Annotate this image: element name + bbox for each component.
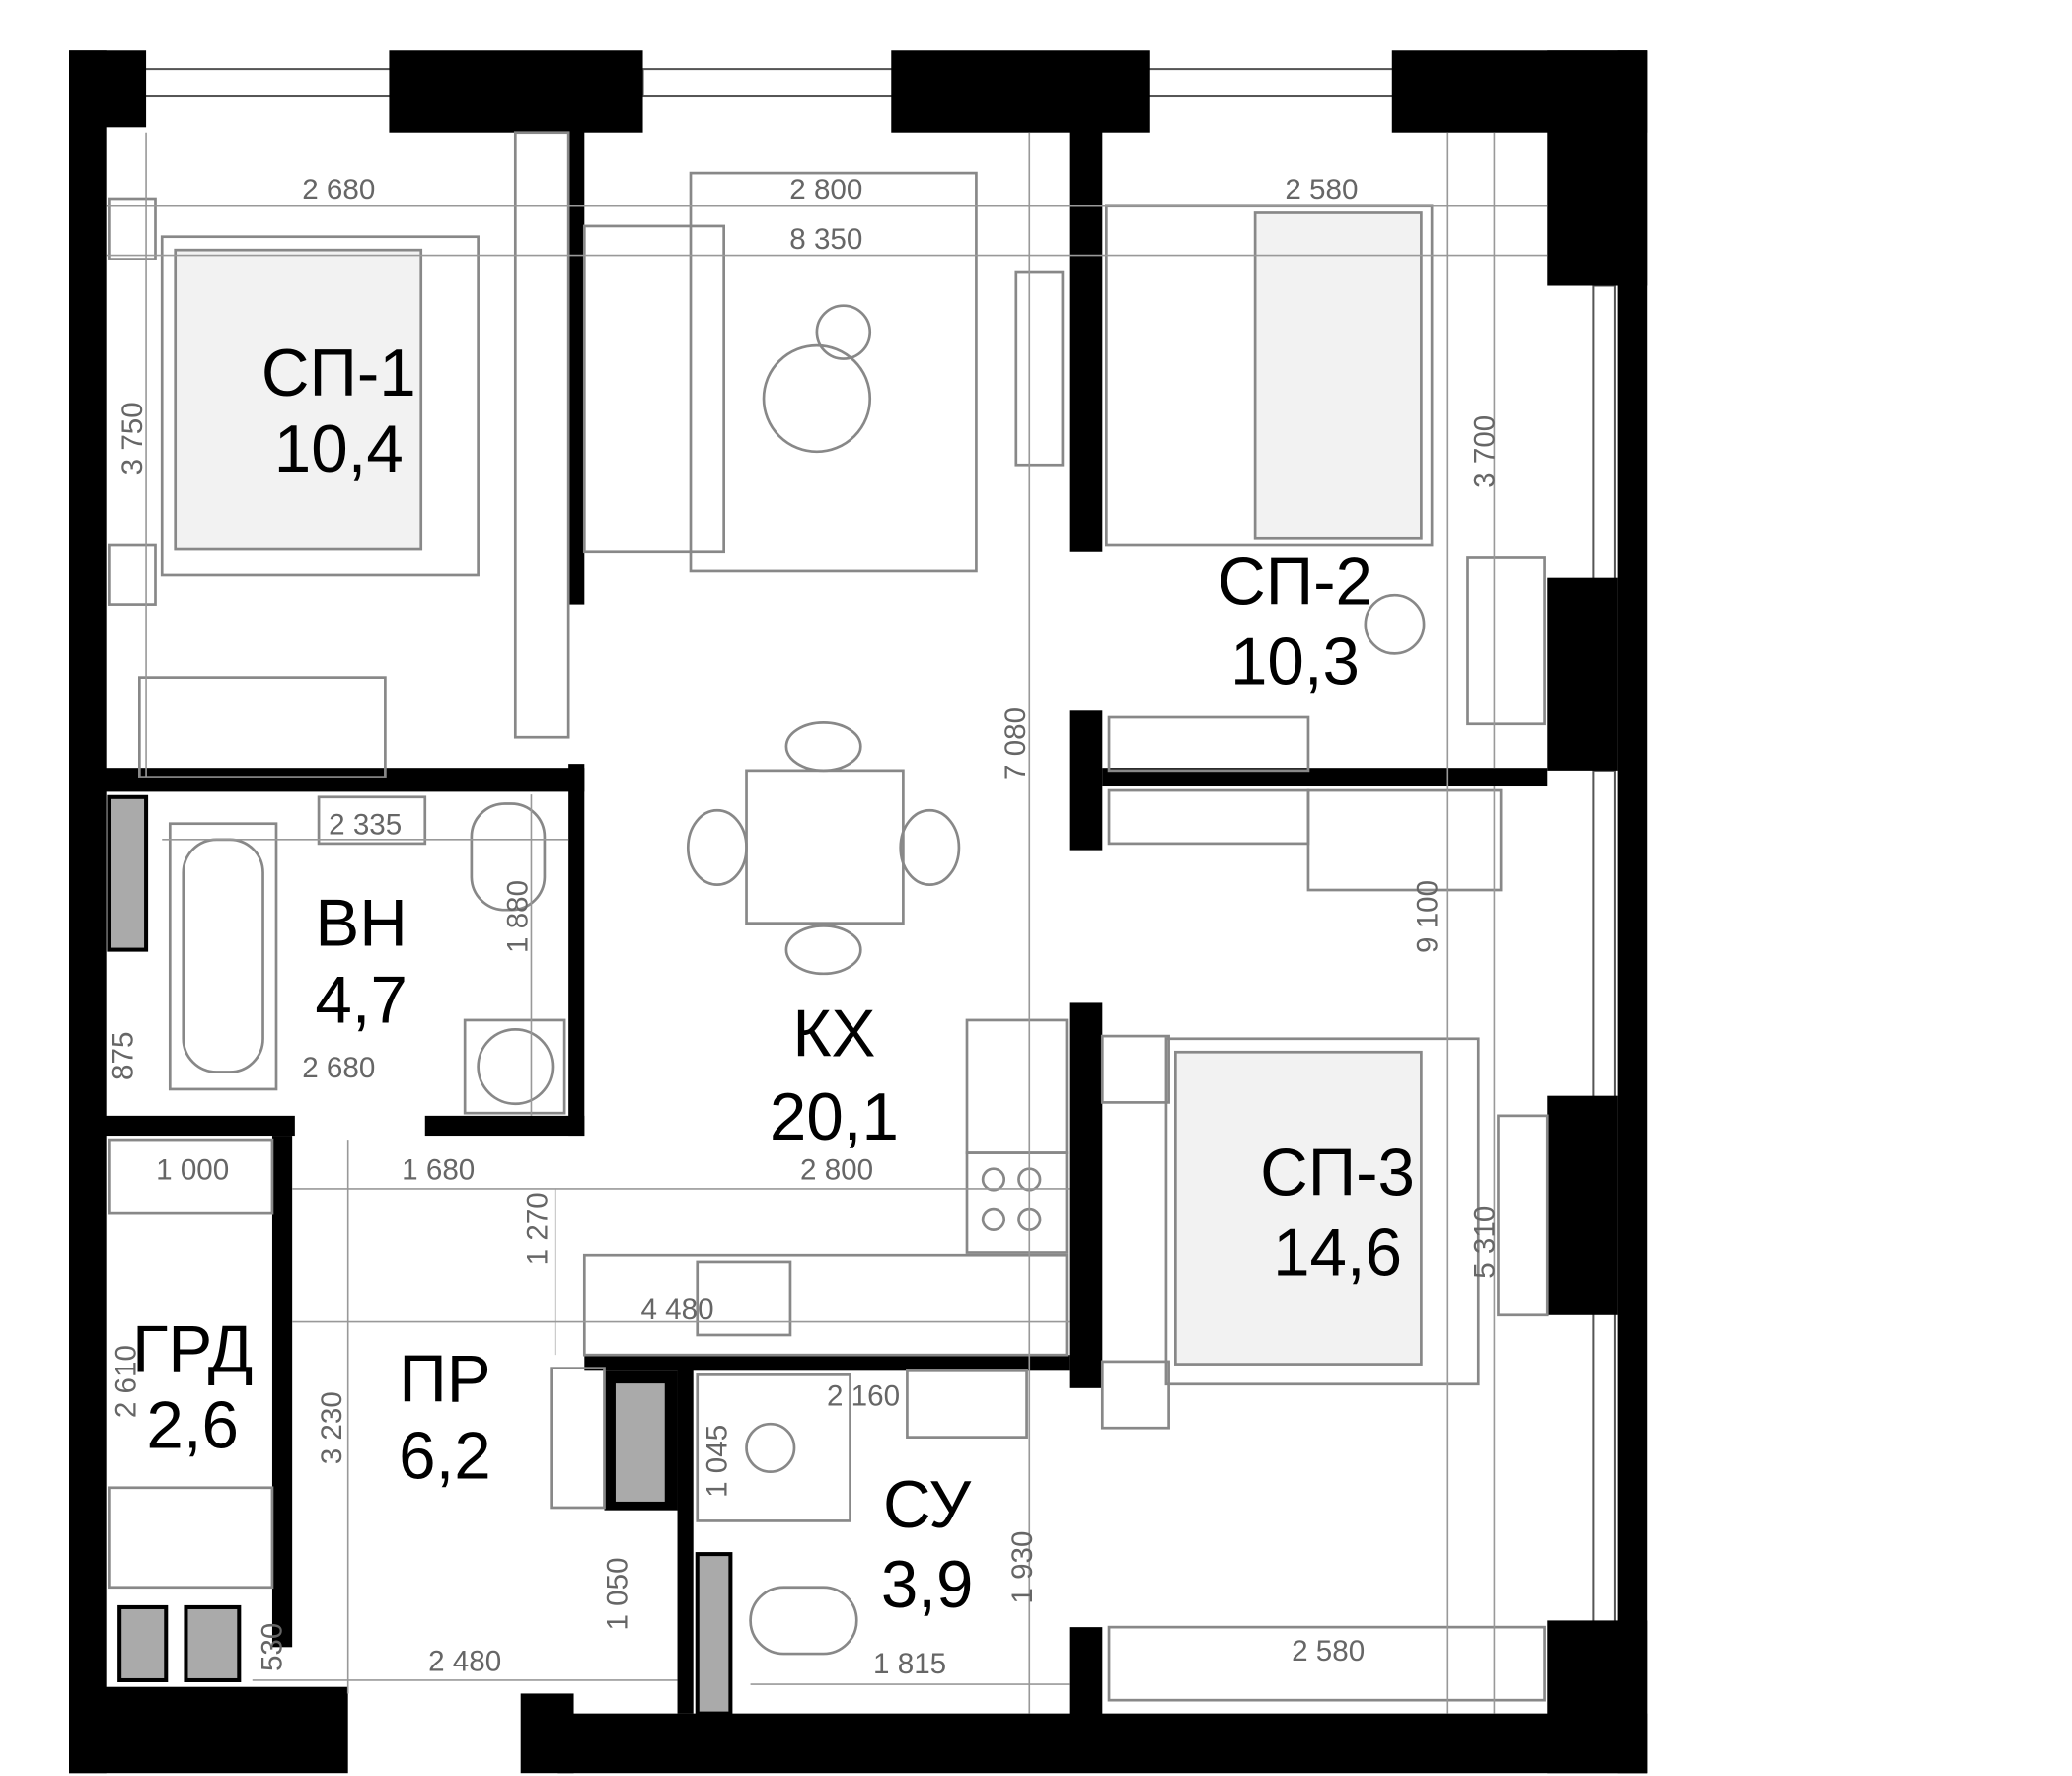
room-kx: КХ 20,1 xyxy=(770,997,899,1154)
room-code: ГРД xyxy=(132,1313,253,1387)
dim-label: 875 xyxy=(108,1032,140,1080)
dim-label: 2 800 xyxy=(789,174,862,206)
dim-label: 1 880 xyxy=(501,880,534,953)
toilet-su xyxy=(749,1586,858,1656)
dim-label: 3 700 xyxy=(1468,415,1501,488)
kitchen-counter xyxy=(582,1253,1069,1357)
dim-label: 2 680 xyxy=(302,174,375,206)
tv-sp3 xyxy=(1497,1114,1549,1317)
bathtub xyxy=(168,822,278,1091)
bed-sp3 xyxy=(1164,1037,1480,1386)
rug xyxy=(689,171,978,573)
sink xyxy=(696,1260,792,1337)
dim-label: 1 000 xyxy=(156,1153,229,1186)
sofa xyxy=(582,224,725,554)
room-sp2: СП-2 10,3 xyxy=(1218,546,1372,700)
washing-machine xyxy=(463,1018,566,1115)
room-sp3: СП-3 14,6 xyxy=(1260,1137,1415,1291)
room-vn: ВН 4,7 xyxy=(315,887,407,1038)
room-area: 2,6 xyxy=(146,1388,239,1462)
dim-label: 2 580 xyxy=(1292,1635,1365,1667)
room-area: 4,7 xyxy=(315,964,407,1038)
room-area: 20,1 xyxy=(770,1080,899,1154)
dim-label: 4 480 xyxy=(640,1294,713,1326)
dim-label: 1 050 xyxy=(601,1557,633,1630)
desk-sp2 xyxy=(1466,556,1546,726)
shower xyxy=(696,1373,851,1522)
washbasin-su xyxy=(906,1369,1028,1439)
wardrobe-grd-top xyxy=(108,1138,274,1215)
wardrobe-sp1 xyxy=(513,131,570,739)
dim-label: 2 610 xyxy=(110,1345,142,1418)
dim-label: 1 045 xyxy=(701,1425,733,1498)
dim-label: 2 800 xyxy=(800,1153,873,1186)
dim-label: 8 350 xyxy=(789,223,862,256)
wardrobe-sp3-bottom xyxy=(1107,1625,1546,1702)
coffee-table xyxy=(762,343,872,454)
room-sp1: СП-1 10,4 xyxy=(261,336,416,486)
shoe-cabinet xyxy=(550,1367,606,1510)
room-code: КХ xyxy=(792,997,875,1071)
toilet-vn xyxy=(470,802,547,912)
bed-sp1 xyxy=(160,235,480,577)
dining-table xyxy=(745,769,905,925)
room-area: 10,3 xyxy=(1230,625,1360,699)
dim-label: 7 080 xyxy=(999,707,1032,780)
room-code: ПР xyxy=(399,1342,490,1416)
windows xyxy=(142,68,1616,1625)
dim-label: 1 270 xyxy=(522,1192,555,1265)
walls xyxy=(69,50,1648,1774)
shafts xyxy=(107,794,733,1716)
dimension-labels: 2 680 2 800 8 350 2 580 3 750 3 700 7 08… xyxy=(108,174,1502,1680)
stove xyxy=(965,1151,1069,1254)
room-code: СУ xyxy=(883,1468,972,1542)
room-area: 6,2 xyxy=(399,1419,491,1493)
dim-label: 3 230 xyxy=(316,1391,348,1464)
room-code: СП-3 xyxy=(1260,1137,1415,1211)
wardrobe-sp3 xyxy=(1107,788,1310,846)
room-su: СУ 3,9 xyxy=(881,1468,974,1622)
dim-label: 3 750 xyxy=(116,402,149,475)
dim-label: 9 100 xyxy=(1412,880,1444,953)
dim-label: 530 xyxy=(256,1623,288,1671)
dim-label: 2 580 xyxy=(1285,174,1358,206)
room-area: 14,6 xyxy=(1273,1216,1402,1290)
room-grd: ГРД 2,6 xyxy=(132,1313,253,1463)
dim-label: 2 335 xyxy=(329,808,402,841)
dim-label: 2 160 xyxy=(827,1379,900,1412)
dim-label: 5 310 xyxy=(1468,1206,1501,1279)
washbasin xyxy=(317,795,427,846)
furniture xyxy=(108,131,1549,1702)
room-code: ВН xyxy=(315,887,407,961)
room-code: СП-1 xyxy=(261,336,416,410)
room-area: 3,9 xyxy=(881,1548,974,1622)
room-area: 10,4 xyxy=(274,412,404,486)
tv xyxy=(1014,270,1065,467)
room-pr: ПР 6,2 xyxy=(399,1342,491,1493)
dim-label: 1 815 xyxy=(873,1648,946,1680)
wardrobe-sp2 xyxy=(1107,715,1310,773)
wardrobe-grd-bottom xyxy=(108,1486,274,1590)
desk-sp3 xyxy=(1306,788,1503,892)
fridge xyxy=(965,1018,1069,1154)
dim-label: 1 930 xyxy=(1006,1531,1039,1604)
dimension-lines xyxy=(106,132,1548,1714)
room-code: СП-2 xyxy=(1218,546,1372,620)
dim-label: 2 480 xyxy=(428,1646,501,1678)
room-labels: СП-1 10,4 СП-2 10,3 ВН 4,7 КХ 20,1 СП-3 … xyxy=(132,336,1415,1622)
dim-label: 2 680 xyxy=(302,1052,375,1084)
dim-label: 1 680 xyxy=(402,1153,475,1186)
